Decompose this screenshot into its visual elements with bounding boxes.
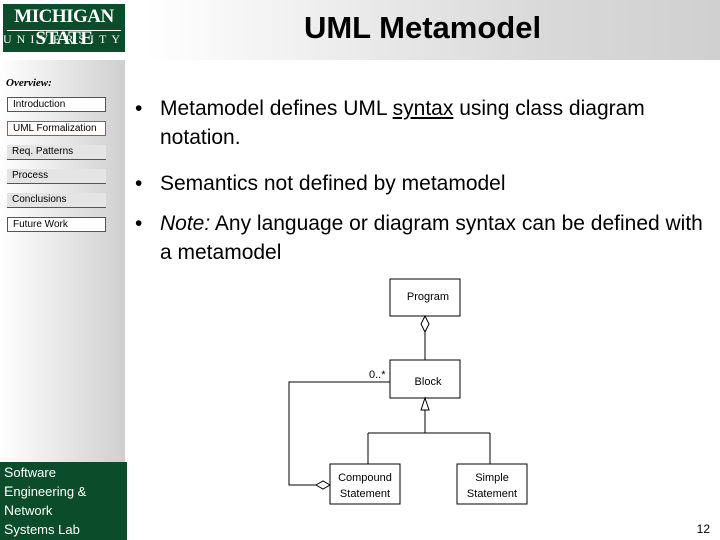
slide-header: MICHIGAN STATE UNIVERSITY UML Metamodel (0, 0, 720, 60)
lab-line-software: Software (4, 464, 56, 480)
simple-statement-class-box (456, 463, 528, 505)
lab-line-network: Network (4, 502, 53, 518)
msu-logo: MICHIGAN STATE UNIVERSITY (3, 4, 125, 52)
slide-title: UML Metamodel (303, 10, 542, 45)
bullet-symbol: • (135, 172, 143, 195)
compound-statement-class-box (329, 463, 401, 505)
lab-line-engineering: Engineering & (4, 483, 87, 499)
compound-statement-label-line2: Statement (340, 488, 390, 500)
nav-item-introduction[interactable]: Introduction (7, 97, 106, 112)
program-class-box (389, 278, 461, 317)
nav-item-conclusions[interactable]: Conclusions (7, 193, 106, 208)
compound-block-aggregation (288, 381, 390, 486)
sens-lab-logo: Software Engineering & Network Systems L… (0, 462, 127, 540)
logo-wordmark-bottom: UNIVERSITY (3, 32, 125, 46)
bullet-text: Note: Any language or diagram syntax can… (160, 212, 703, 264)
block-class-box (389, 359, 461, 399)
bullet-symbol: • (135, 97, 143, 120)
nav-item-future-work[interactable]: Future Work (7, 217, 106, 232)
lab-line-systems: Systems Lab (4, 521, 80, 537)
bullet-symbol: • (135, 212, 143, 235)
page-number: 12 (696, 522, 710, 536)
program-class-label: Program (407, 291, 449, 303)
compound-statement-label-line1: Compound (338, 472, 392, 484)
overview-sidebar: Overview: Introduction UML Formalization… (0, 60, 125, 540)
bullet-text: Metamodel defines UML syntax using class… (160, 97, 645, 149)
bullet-text: Semantics not defined by metamodel (160, 172, 506, 195)
nav-item-process[interactable]: Process (7, 169, 106, 184)
multiplicity-label: 0..* (369, 369, 386, 381)
logo-wordmark-top: MICHIGAN STATE (14, 6, 114, 49)
generalization-arrowhead (420, 396, 430, 411)
block-class-label: Block (415, 376, 442, 388)
composition-diamond-program (420, 314, 430, 334)
nav-item-uml-formalization[interactable]: UML Formalization (7, 121, 106, 136)
simple-statement-label-line2: Statement (467, 488, 517, 500)
aggregation-diamond-compound (314, 480, 332, 490)
simple-statement-label-line1: Simple (475, 472, 509, 484)
overview-heading: Overview: (6, 77, 52, 89)
logo-divider (7, 30, 121, 31)
nav-item-req-patterns[interactable]: Req. Patterns (7, 145, 106, 160)
